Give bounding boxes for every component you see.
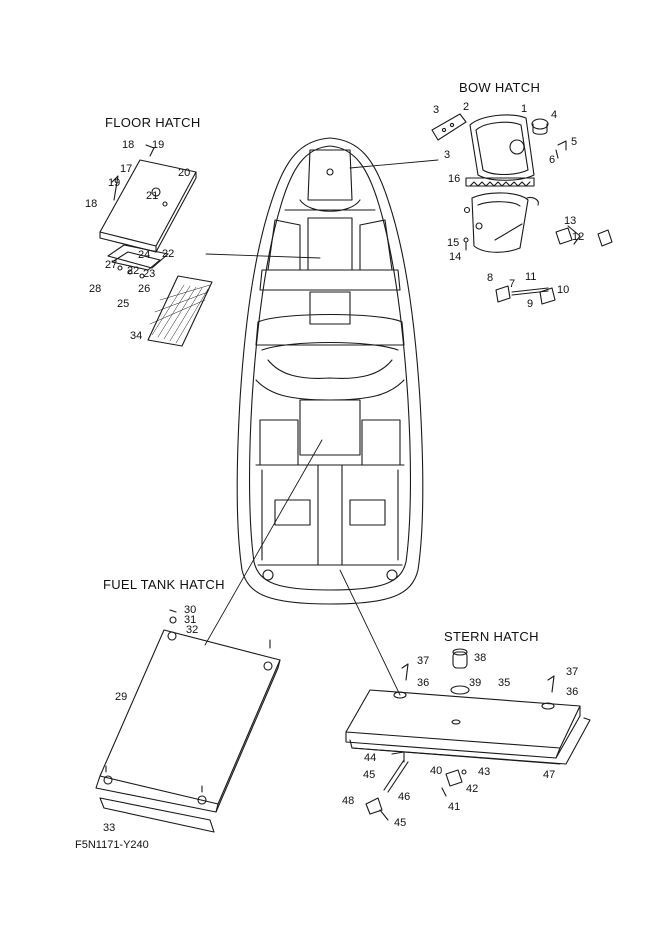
callout-fuel-29: 29 [115, 691, 127, 703]
callout-stern-44: 44 [364, 752, 376, 764]
callout-floor-18a: 18 [122, 139, 134, 151]
callout-stern-36b: 36 [566, 686, 578, 698]
callout-bow-6: 6 [549, 154, 555, 166]
callout-bow-3b: 3 [444, 149, 450, 161]
callout-floor-27: 27 [105, 259, 117, 271]
callout-labels: 1 2 3 3 4 5 6 7 8 9 10 11 12 13 14 15 16… [85, 101, 584, 834]
callout-floor-19b: 19 [108, 177, 120, 189]
callout-stern-46: 46 [398, 791, 410, 803]
callout-bow-7: 7 [509, 278, 515, 290]
callout-bow-15: 15 [447, 237, 459, 249]
callout-stern-43: 43 [478, 766, 490, 778]
leader-lines [204, 159, 439, 696]
callout-bow-13: 13 [564, 215, 576, 227]
callout-stern-37b: 37 [566, 666, 578, 678]
callout-floor-21: 21 [146, 190, 158, 202]
floor-hatch-parts [99, 144, 213, 347]
callout-bow-5: 5 [571, 136, 577, 148]
callout-stern-48: 48 [342, 795, 354, 807]
fuel-tank-hatch-parts [95, 609, 281, 833]
bow-hatch-title: BOW HATCH [459, 80, 541, 95]
stern-hatch-title: STERN HATCH [444, 629, 539, 644]
callout-stern-38: 38 [474, 652, 486, 664]
callout-bow-10: 10 [557, 284, 569, 296]
callout-floor-24: 24 [138, 249, 150, 261]
callout-stern-41: 41 [448, 801, 460, 813]
callout-floor-20: 20 [178, 167, 190, 179]
callout-stern-40: 40 [430, 765, 442, 777]
callout-stern-45b: 45 [394, 817, 406, 829]
callout-fuel-30: 30 [184, 604, 196, 616]
floor-hatch-title: FLOOR HATCH [105, 115, 201, 130]
callout-floor-23: 23 [143, 268, 155, 280]
callout-floor-26: 26 [138, 283, 150, 295]
callout-stern-42: 42 [466, 783, 478, 795]
callout-fuel-33: 33 [103, 822, 115, 834]
callout-bow-4: 4 [551, 109, 557, 121]
callout-bow-12: 12 [572, 231, 584, 243]
callout-bow-2: 2 [463, 101, 469, 113]
callout-stern-45a: 45 [363, 769, 375, 781]
callout-fuel-31: 31 [184, 614, 196, 626]
diagram-code: F5N1171-Y240 [75, 839, 149, 851]
callout-stern-47: 47 [543, 769, 555, 781]
callout-bow-3a: 3 [433, 104, 439, 116]
boat-hull-drawing [236, 137, 424, 605]
callout-floor-18b: 18 [85, 198, 97, 210]
callout-floor-22a: 22 [162, 248, 174, 260]
callout-stern-37a: 37 [417, 655, 429, 667]
callout-floor-22b: 22 [127, 265, 139, 277]
callout-bow-11: 11 [525, 271, 536, 283]
callout-floor-28: 28 [89, 283, 101, 295]
callout-bow-1: 1 [521, 103, 527, 115]
callout-floor-25: 25 [117, 298, 129, 310]
bow-hatch-parts [431, 113, 613, 305]
callout-stern-39: 39 [469, 677, 481, 689]
callout-floor-17: 17 [120, 163, 132, 175]
stern-hatch-parts [345, 648, 591, 821]
callout-floor-19a: 19 [152, 139, 164, 151]
callout-floor-34: 34 [130, 330, 142, 342]
callout-stern-35: 35 [498, 677, 510, 689]
callout-bow-9: 9 [527, 298, 533, 310]
fuel-tank-hatch-title: FUEL TANK HATCH [103, 577, 225, 592]
callout-fuel-32: 32 [186, 624, 198, 636]
callout-bow-8: 8 [487, 272, 493, 284]
callout-bow-16: 16 [448, 173, 460, 185]
callout-stern-36a: 36 [417, 677, 429, 689]
callout-bow-14: 14 [449, 251, 461, 263]
